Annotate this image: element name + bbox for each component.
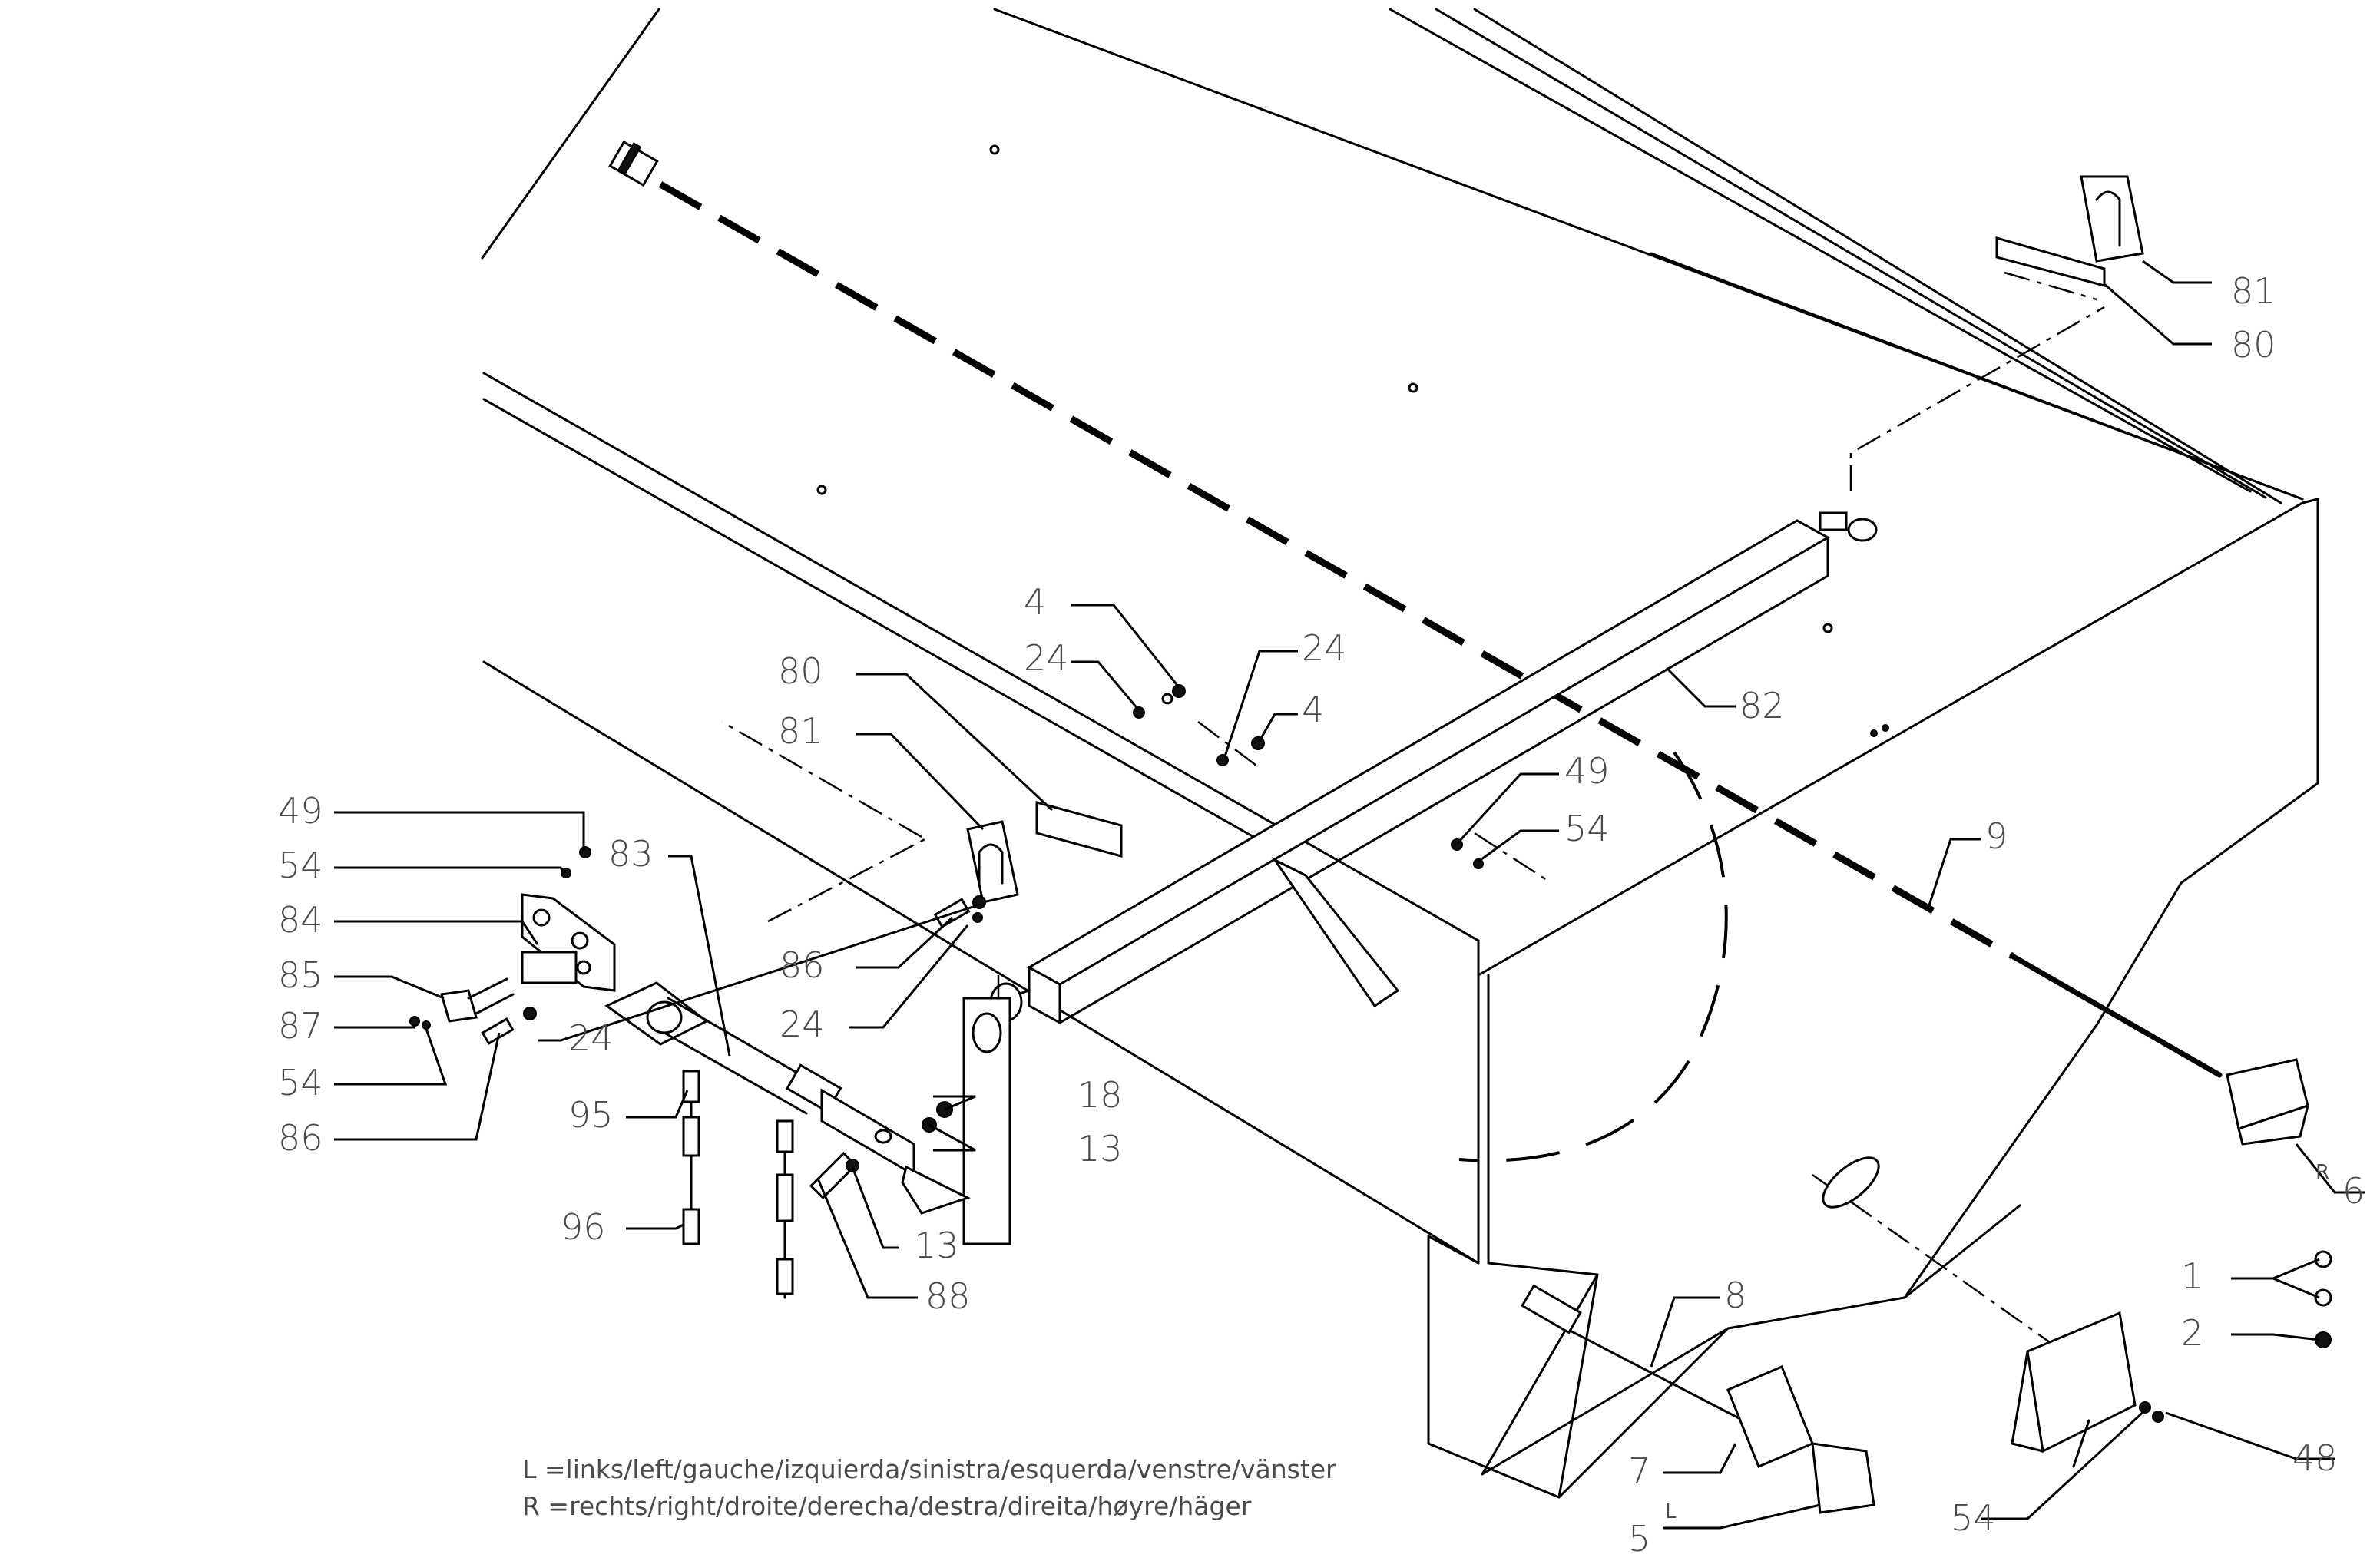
callout-85: 85 [278, 954, 323, 996]
callout-54-d: 54 [1951, 1497, 1996, 1539]
callout-95: 95 [568, 1094, 614, 1136]
callout-5: 5 [1628, 1518, 1650, 1559]
callout-87: 87 [278, 1005, 323, 1047]
vertical-bar [962, 997, 1011, 1245]
hopper-body [481, 8, 2319, 1499]
tail-light-right [2226, 1058, 2310, 1146]
callout-13-a: 13 [1077, 1128, 1123, 1169]
side-mark-right: R [2315, 1161, 2329, 1184]
callout-24-a: 24 [1024, 637, 1069, 679]
callout-9: 9 [1985, 815, 2008, 857]
callout-81-middle: 81 [778, 710, 823, 752]
callout-1: 1 [2181, 1255, 2203, 1297]
callout-54-a: 54 [1564, 808, 1610, 849]
agitator-shaft-line [608, 140, 2223, 1078]
callout-54-b: 54 [278, 845, 323, 886]
callout-81-upper: 81 [2231, 270, 2276, 312]
callout-24-c: 24 [568, 1017, 614, 1059]
callout-82: 82 [1739, 685, 1785, 726]
leader-lines [334, 260, 2365, 1530]
legend-left-line: L =links/left/gauche/izquierda/sinistra/… [522, 1454, 1336, 1484]
pivot-bracket-84 [440, 893, 616, 1023]
callout-18: 18 [1077, 1074, 1123, 1116]
side-mark-left: L [1665, 1500, 1677, 1523]
callout-86-a: 86 [278, 1117, 323, 1159]
legend-right-line: R =rechts/right/droite/derecha/destra/di… [522, 1491, 1252, 1521]
callout-80-upper: 80 [2231, 324, 2276, 365]
callout-7: 7 [1628, 1450, 1650, 1492]
side-legend: L =links/left/gauche/izquierda/sinistra/… [522, 1454, 1336, 1521]
callout-24-b: 24 [1302, 627, 1347, 669]
callout-13-b: 13 [914, 1225, 959, 1266]
callout-2: 2 [2181, 1312, 2203, 1354]
callout-48: 48 [2292, 1437, 2338, 1479]
chain-links [682, 1070, 794, 1299]
callout-84: 84 [278, 899, 323, 941]
callout-24-d: 24 [780, 1004, 825, 1045]
light-bracket-left [1521, 1284, 1875, 1514]
bracket-81-80-middle [966, 801, 1123, 904]
callout-86-b: 86 [780, 944, 825, 986]
callout-49-b: 49 [278, 790, 323, 832]
bracket-81-80-upper [1995, 175, 2144, 287]
side-box [2011, 1311, 2137, 1468]
callout-8: 8 [1724, 1275, 1746, 1316]
callout-88: 88 [925, 1275, 971, 1317]
callout-96: 96 [561, 1206, 606, 1248]
callout-49-a: 49 [1564, 750, 1610, 792]
callout-80-middle: 80 [778, 650, 823, 692]
callout-54-c: 54 [278, 1062, 323, 1103]
callout-83: 83 [608, 833, 654, 875]
callout-labels: 81 80 4 24 24 4 82 80 81 49 54 9 49 54 8… [278, 270, 2365, 1559]
callout-4-b: 4 [1302, 689, 1324, 730]
callout-4-a: 4 [1024, 581, 1046, 623]
square-tube-82 [989, 511, 1878, 1025]
callout-6: 6 [2342, 1170, 2365, 1212]
